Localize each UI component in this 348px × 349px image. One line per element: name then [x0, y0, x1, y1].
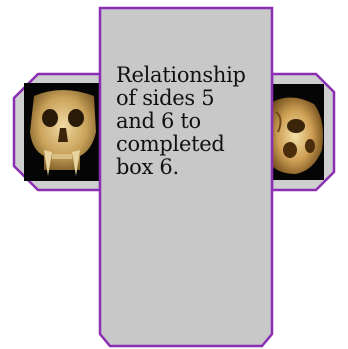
- left-side-panel: [12, 72, 102, 192]
- left-skull-photo: [24, 83, 100, 181]
- caption-line-4: completed: [116, 132, 225, 156]
- right-side-panel: [270, 72, 336, 192]
- caption-line-2: of sides 5: [116, 86, 215, 110]
- center-panel: [98, 6, 274, 348]
- caption-line-5: box 6.: [116, 155, 179, 179]
- right-skull-photo: [272, 84, 324, 180]
- caption-line-1: Relationship: [116, 63, 246, 87]
- caption-text: Relationship of sides 5 and 6 to complet…: [116, 64, 276, 179]
- caption-line-3: and 6 to: [116, 109, 201, 133]
